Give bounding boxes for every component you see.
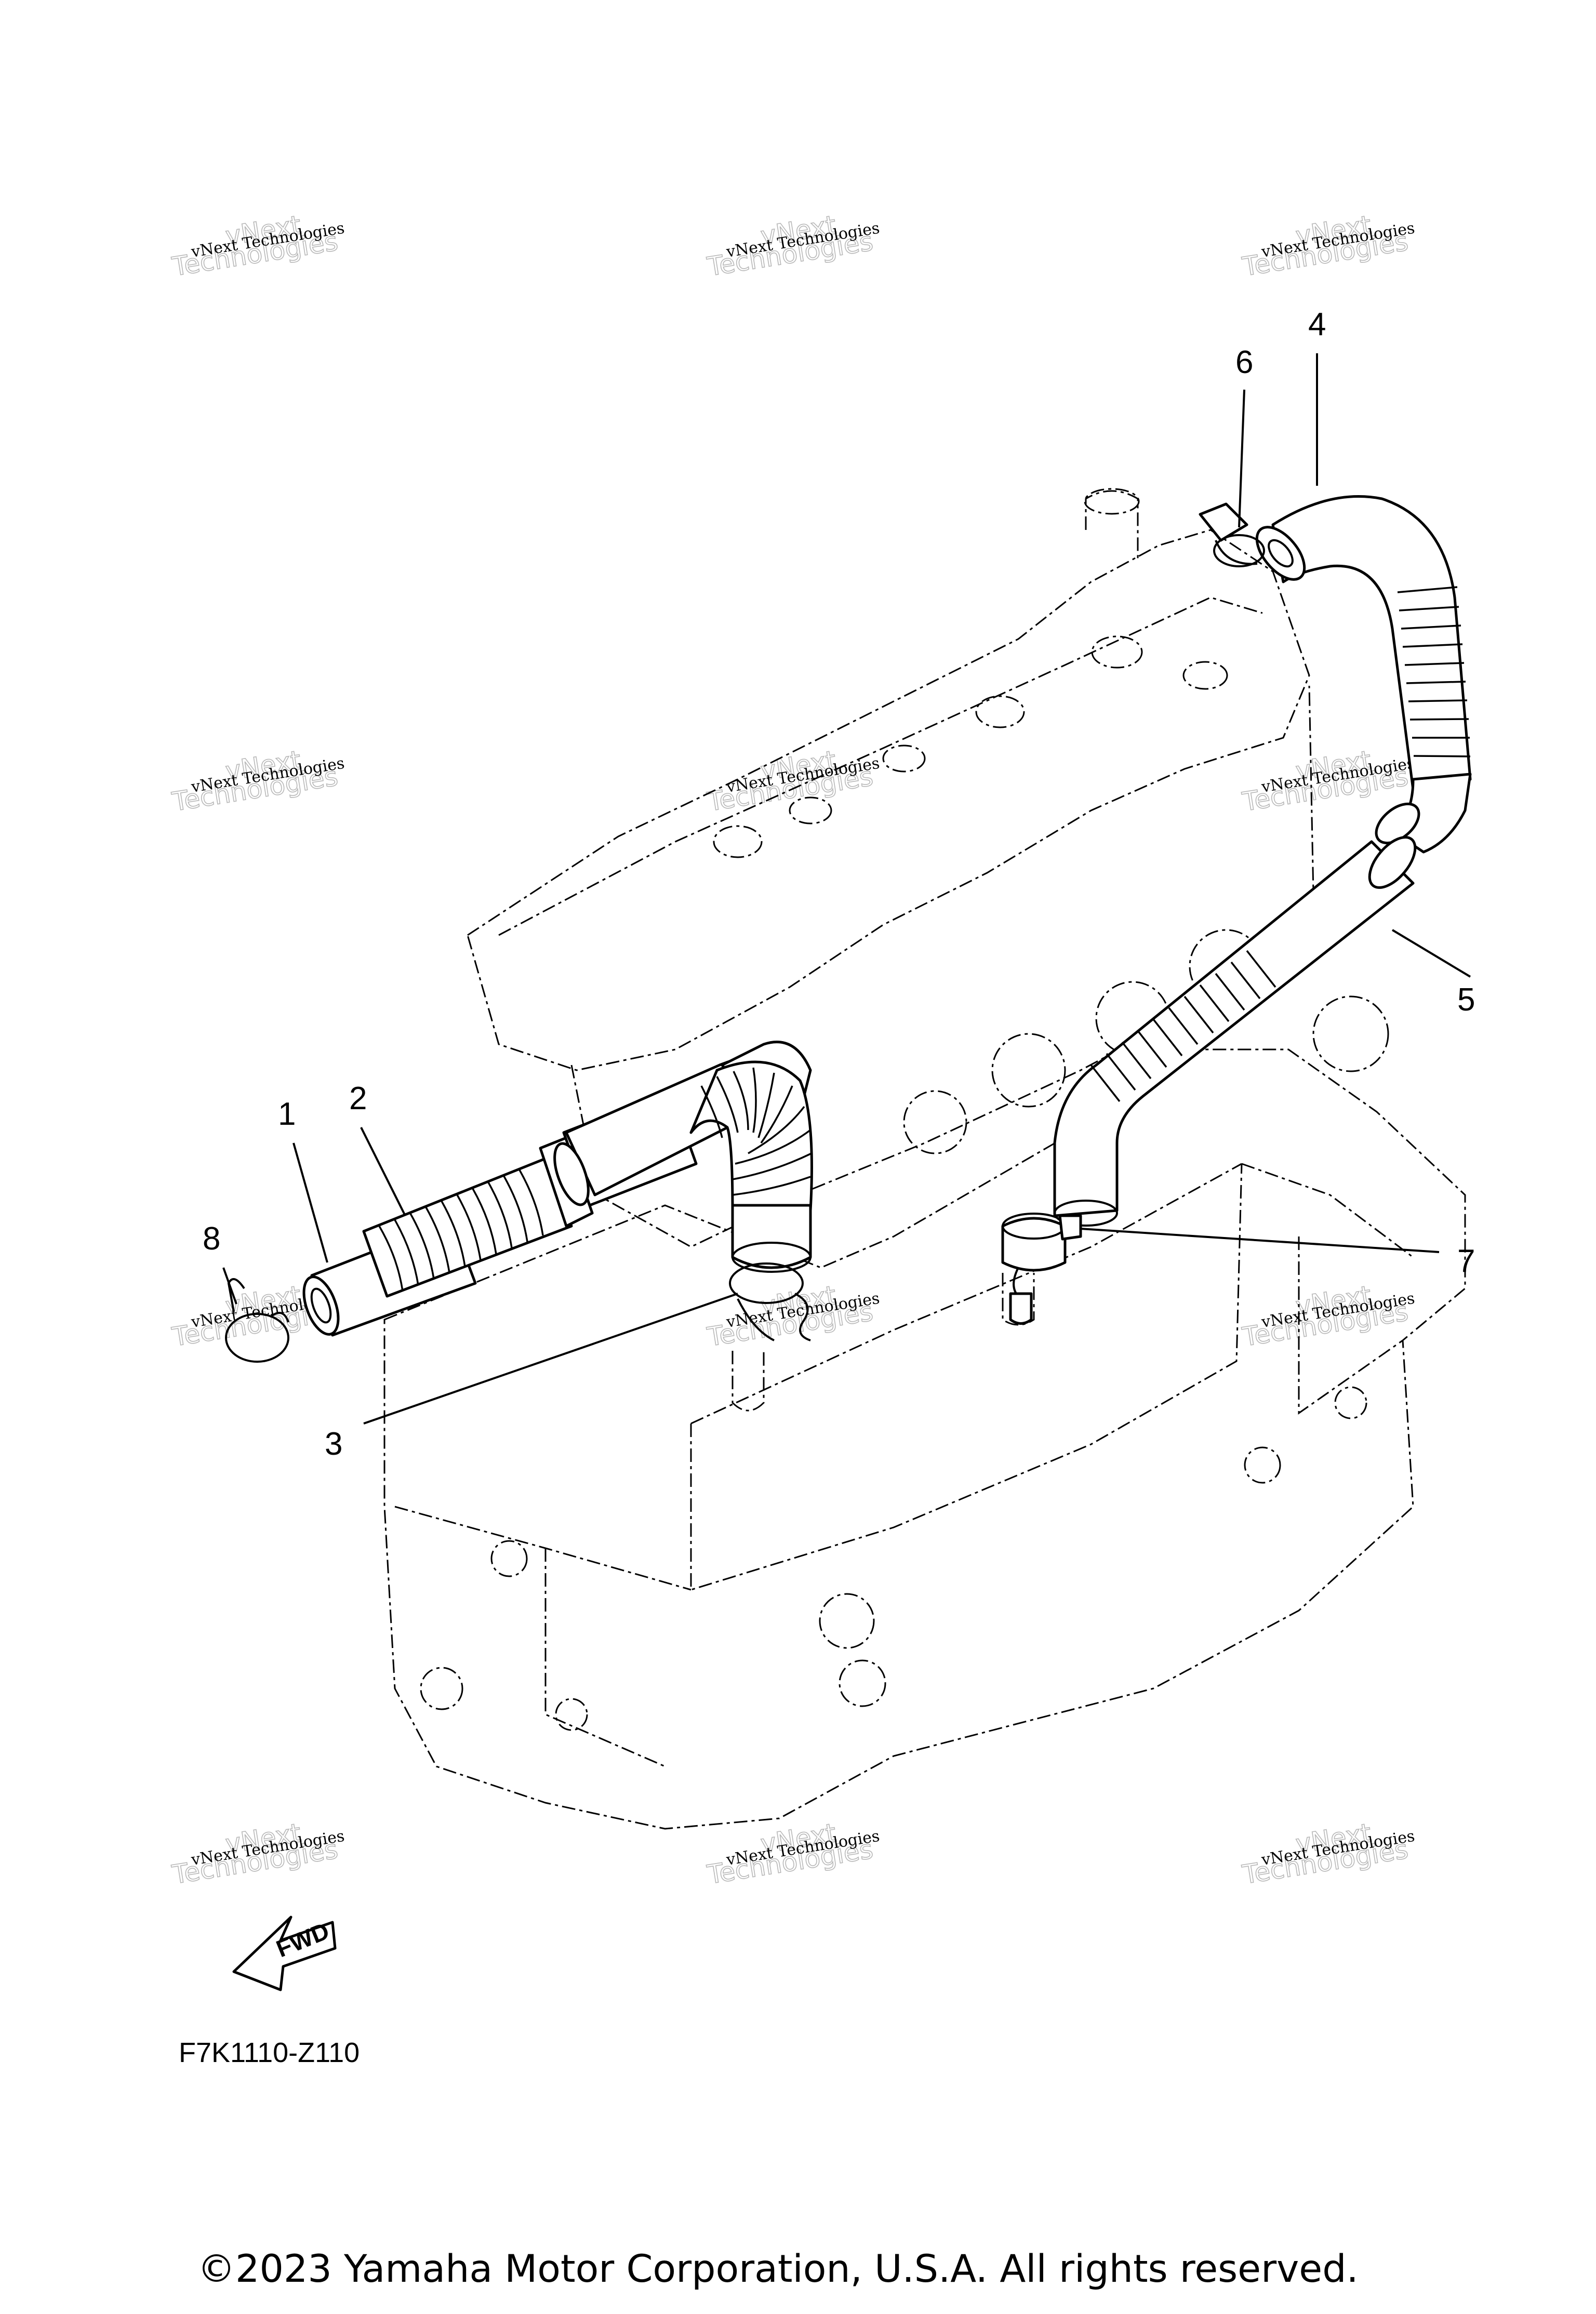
part-3-clamp[interactable]: [729, 1262, 811, 1341]
fwd-arrow-icon: FWD: [232, 1916, 337, 1991]
part-2-bellows-hose[interactable]: [362, 1041, 813, 1298]
part-7-clamp[interactable]: [1001, 1213, 1082, 1325]
watermark: Technologies vNext vNext Technologies: [1240, 744, 1416, 818]
diagram-code: F7K1110-Z110: [179, 2037, 360, 2068]
watermark: Technologies vNext vNext Technologies: [169, 1817, 345, 1891]
watermark: Technologies vNext vNext Technologies: [169, 744, 345, 818]
crankcase-outline: [383, 1048, 1466, 1830]
callout-6: 6: [1235, 344, 1253, 380]
callout-1: 1: [278, 1096, 296, 1132]
callout-7: 7: [1457, 1243, 1475, 1279]
watermark: Technologies vNext vNext Technologies: [704, 209, 881, 283]
part-5-hose[interactable]: [1053, 829, 1424, 1227]
callout-8: 8: [203, 1221, 220, 1257]
callouts: 8 1 2 3 4 6 5 7: [203, 307, 1475, 1462]
watermark: Technologies vNext vNext Technologies: [704, 1280, 881, 1353]
watermark: Technologies vNext vNext Technologies: [1240, 1817, 1416, 1891]
callout-4: 4: [1308, 307, 1326, 342]
leader-lines: [222, 353, 1471, 1425]
callout-2: 2: [349, 1081, 367, 1116]
part-4-hose[interactable]: [1248, 495, 1472, 854]
watermark: Technologies vNext vNext Technologies: [704, 744, 881, 818]
cylinder-head-outline: [467, 529, 1310, 1071]
watermark: Technologies vNext vNext Technologies: [1240, 1280, 1416, 1353]
callout-5: 5: [1457, 982, 1475, 1018]
copyright-notice: ©2023 Yamaha Motor Corporation, U.S.A. A…: [197, 2247, 1359, 2291]
watermark: Technologies vNext vNext Technologies: [169, 209, 345, 283]
watermark: Technologies vNext vNext Technologies: [1240, 209, 1416, 283]
callout-3: 3: [325, 1426, 342, 1462]
part-6-clamp[interactable]: [1199, 502, 1265, 567]
